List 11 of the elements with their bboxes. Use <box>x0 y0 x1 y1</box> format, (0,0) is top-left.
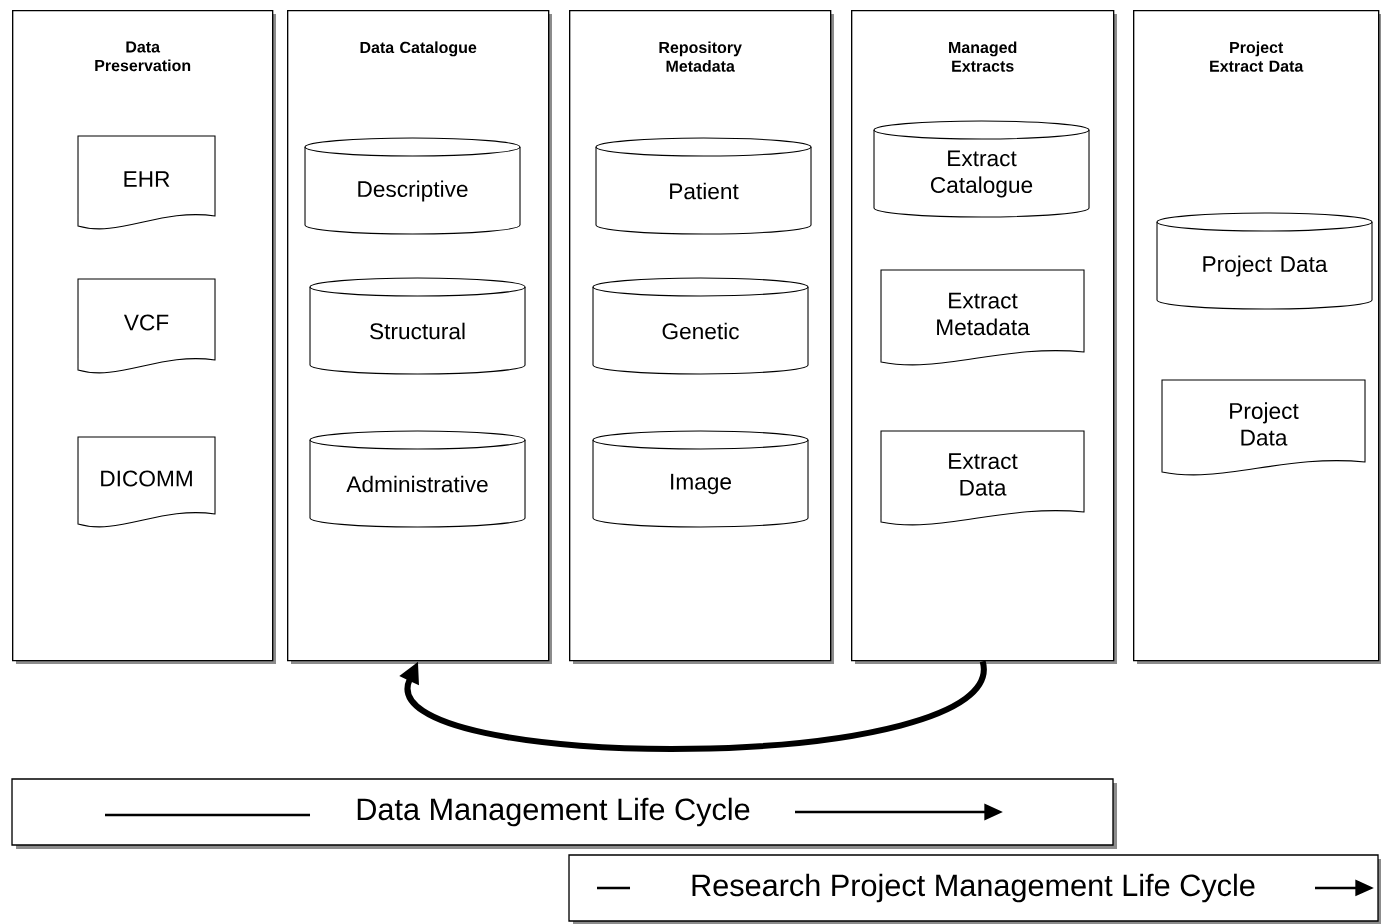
database-cylinder: Administrative <box>309 430 526 528</box>
life-cycle-band: Data Management Life Cycle <box>11 778 1117 849</box>
database-cylinder: Image <box>592 430 809 528</box>
database-cylinder: Structural <box>309 277 526 375</box>
database-cylinder: Project Data <box>1156 212 1373 310</box>
node-label: Project Data <box>1203 255 1328 277</box>
database-cylinder: Descriptive <box>304 137 521 235</box>
database-cylinder: Patient <box>595 137 812 235</box>
database-cylinder: Genetic <box>592 277 809 375</box>
database-cylinder: Extract Catalogue <box>873 120 1090 218</box>
life-cycle-band: Research Project Management Life Cycle <box>568 854 1381 924</box>
